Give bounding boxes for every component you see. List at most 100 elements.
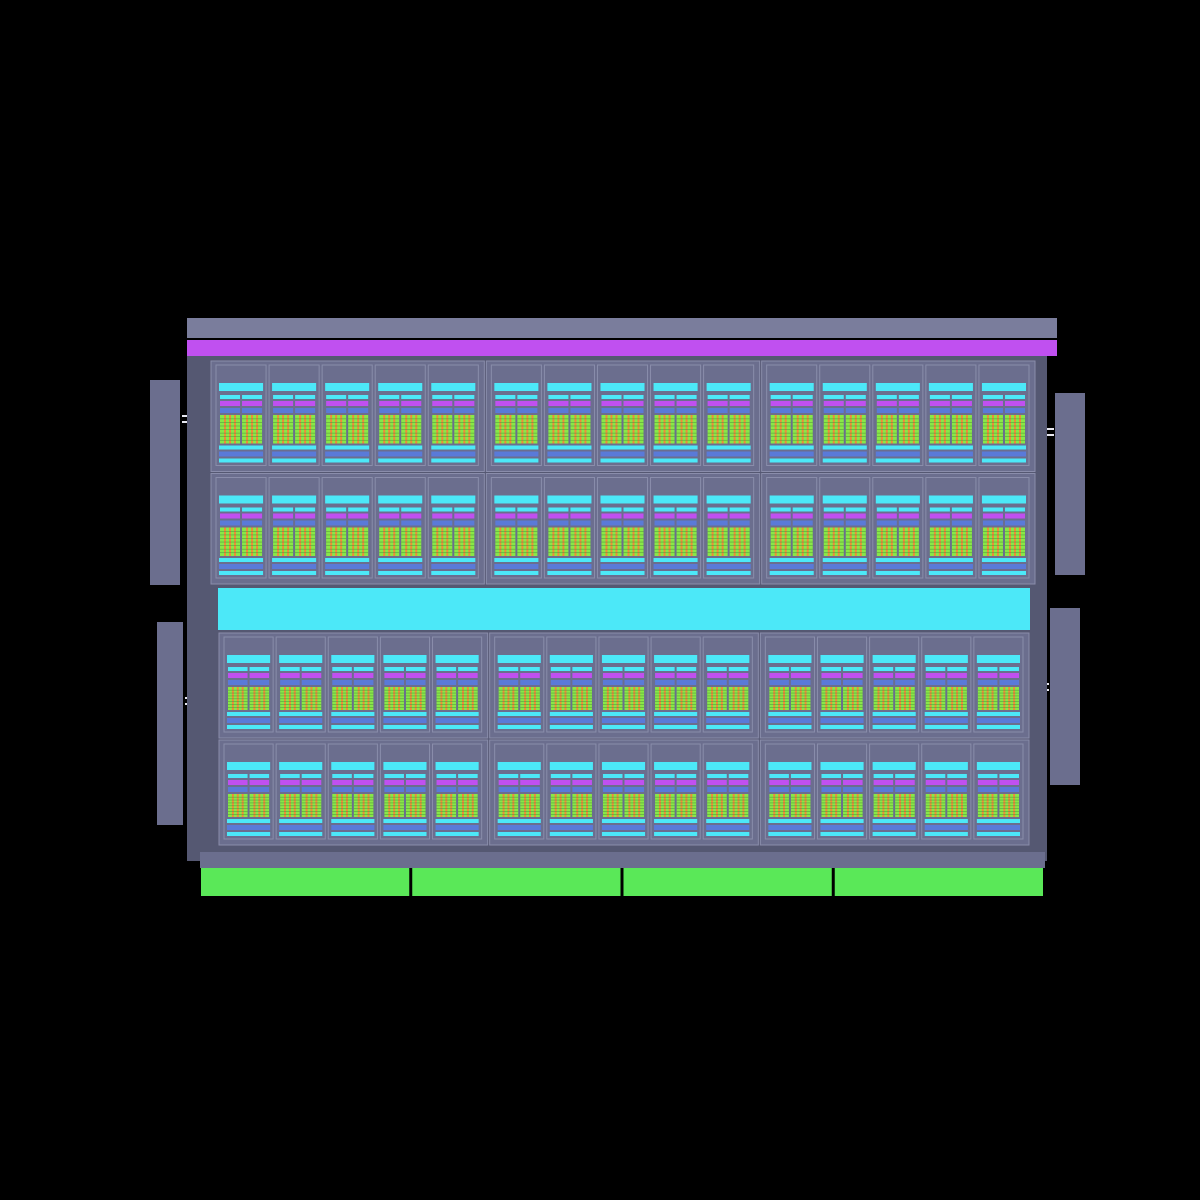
- lane-scheduler-strip: [843, 673, 863, 678]
- lane-grid-line: [873, 808, 894, 809]
- lane-scheduler-strip: [280, 780, 300, 785]
- lane-grid-line: [228, 698, 248, 700]
- lane-strip: [623, 395, 644, 399]
- lane-grid-line: [895, 802, 915, 804]
- unit-bottom-strip: [431, 571, 476, 575]
- lane-grid-line: [654, 531, 675, 532]
- unit-cache-strip: [653, 495, 698, 504]
- unit-cache-strip: [497, 655, 541, 663]
- lane-scheduler-strip: [873, 673, 894, 678]
- lane-grid-line: [405, 814, 426, 815]
- unit-bottom-strip: [219, 451, 264, 457]
- lane-grid-line: [951, 432, 972, 434]
- lane-dispatch-strip: [707, 787, 727, 792]
- lane-scheduler-strip: [498, 673, 519, 678]
- lane-grid-line: [517, 534, 538, 536]
- unit-bottom-strip: [706, 564, 751, 569]
- lane-strip: [401, 507, 422, 512]
- lane-scheduler-strip: [570, 401, 591, 406]
- unit-cache-strip: [383, 655, 427, 663]
- lane-grid-line: [436, 799, 457, 801]
- lane-scheduler-strip: [301, 780, 322, 785]
- lane-strip: [228, 774, 248, 778]
- lane-scheduler-strip: [977, 780, 998, 785]
- lane-grid-line: [729, 425, 750, 427]
- lane-grid-line: [550, 808, 571, 809]
- lane-grid-line: [707, 432, 728, 434]
- lane-dispatch-strip: [295, 408, 316, 413]
- unit-bottom-strip: [872, 712, 916, 716]
- lane-grid-line: [295, 545, 316, 546]
- lane-grid-line: [676, 698, 697, 700]
- lane-dispatch-strip: [925, 787, 946, 792]
- lane-grid-line: [517, 436, 538, 437]
- unit-cache-strip: [547, 495, 592, 504]
- lane-grid-line: [925, 692, 946, 694]
- lane-strip: [676, 667, 697, 671]
- unit-bottom-strip: [600, 445, 645, 450]
- unit-bottom-strip: [653, 571, 698, 575]
- unit-bottom-strip: [494, 564, 539, 569]
- lane-strip: [495, 395, 516, 399]
- lane-grid-line: [790, 707, 811, 708]
- lane-grid-line: [623, 538, 644, 539]
- lane-strip: [895, 667, 915, 671]
- lane-grid-line: [951, 541, 972, 543]
- lane-grid-line: [769, 805, 789, 807]
- lane-strip: [707, 774, 727, 778]
- lane-grid-line: [454, 534, 475, 536]
- lane-grid-line: [1004, 531, 1025, 532]
- lane-dispatch-strip: [655, 680, 675, 685]
- lane-dispatch-strip: [876, 520, 897, 526]
- lane-grid-line: [876, 548, 897, 550]
- unit-bottom-strip: [768, 725, 812, 729]
- lane-grid-line: [498, 805, 519, 807]
- unit-bottom-strip: [383, 725, 427, 729]
- lane-grid-line: [999, 802, 1019, 804]
- lane-grid-line: [898, 548, 919, 550]
- lane-grid-line: [242, 425, 263, 427]
- lane-grid-line: [873, 698, 894, 700]
- lane-scheduler-strip: [454, 513, 475, 519]
- lane-grid-line: [572, 805, 592, 807]
- side-module: [1055, 393, 1085, 575]
- lane-grid-line: [517, 545, 538, 546]
- lane-grid-line: [895, 805, 915, 807]
- unit-bottom-strip: [383, 819, 427, 823]
- lane-grid-line: [951, 418, 972, 420]
- lane-grid-line: [436, 701, 457, 702]
- lane-grid-line: [707, 704, 727, 705]
- lane-grid-line: [405, 707, 426, 708]
- lane-grid-line: [770, 425, 791, 427]
- lane-scheduler-strip: [845, 401, 866, 406]
- unit-cache-strip: [497, 762, 541, 770]
- lane-grid-line: [405, 704, 426, 705]
- lane-dispatch-strip: [517, 520, 538, 526]
- lane-strip: [728, 774, 749, 778]
- lane-dispatch-strip: [548, 408, 569, 413]
- lane-strip: [432, 395, 453, 399]
- lane-grid-line: [728, 689, 749, 691]
- lane-grid-line: [729, 534, 750, 536]
- lane-strip: [770, 395, 791, 399]
- lane-grid-line: [770, 439, 791, 441]
- lane-grid-line: [845, 418, 866, 420]
- lane-grid-line: [676, 799, 697, 801]
- lane-strip: [977, 667, 998, 671]
- lane-grid-line: [295, 436, 316, 437]
- lane-dispatch-strip: [947, 787, 967, 792]
- lane-grid-line: [520, 802, 540, 804]
- lane-scheduler-strip: [550, 780, 571, 785]
- lane-grid-line: [601, 425, 622, 427]
- lane-grid-line: [982, 545, 1003, 546]
- lane-grid-line: [770, 436, 791, 437]
- lane-dispatch-strip: [843, 680, 863, 685]
- lane-grid-line: [220, 548, 241, 550]
- lane-grid-line: [1004, 552, 1025, 554]
- lane-grid-line: [295, 541, 316, 543]
- lane-grid-line: [676, 439, 697, 441]
- lane-grid-line: [821, 796, 842, 798]
- unit-bottom-strip: [549, 832, 593, 836]
- link-arrow-icon: [1045, 428, 1054, 430]
- lane-scheduler-strip: [601, 401, 622, 406]
